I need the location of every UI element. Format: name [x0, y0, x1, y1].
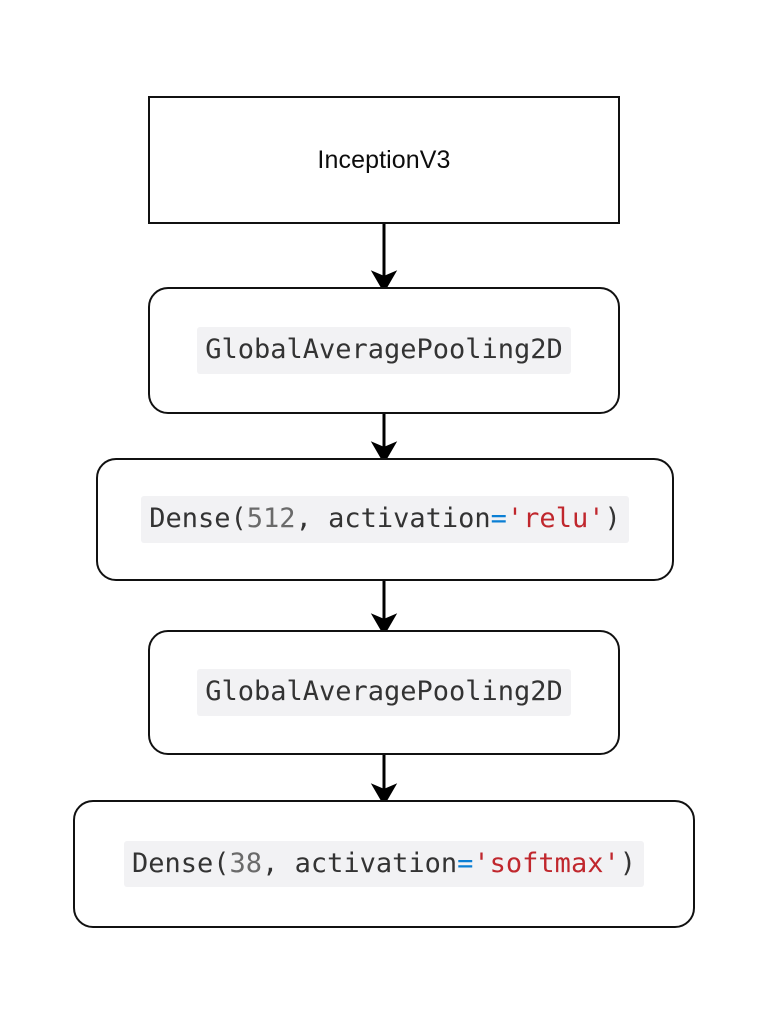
- node-gap-2[interactable]: GlobalAveragePooling2D: [148, 630, 620, 755]
- node-inceptionv3[interactable]: InceptionV3: [148, 96, 620, 224]
- node-gap-1-label: GlobalAveragePooling2D: [197, 327, 571, 374]
- dense-512-token-name: Dense: [149, 503, 231, 535]
- dense-38-token-comma: ,: [262, 847, 295, 879]
- node-gap-2-label: GlobalAveragePooling2D: [197, 669, 571, 716]
- node-dense-512-label: Dense(512, activation='relu'): [141, 496, 629, 543]
- dense-38-token-close-paren: ): [619, 847, 636, 879]
- dense-38-token-value: 'softmax': [473, 847, 620, 879]
- dense-512-token-open-paren: (: [230, 503, 247, 535]
- dense-512-token-equals: =: [490, 503, 507, 535]
- dense-38-token-open-paren: (: [213, 847, 230, 879]
- dense-512-token-comma: ,: [295, 503, 329, 535]
- node-dense-38-label: Dense(38, activation='softmax'): [124, 840, 644, 888]
- dense-512-token-close-paren: ): [604, 503, 621, 535]
- dense-38-token-equals: =: [457, 847, 474, 879]
- node-inceptionv3-label: InceptionV3: [317, 145, 451, 174]
- dense-38-token-arg-name: activation: [294, 847, 458, 879]
- node-dense-512[interactable]: Dense(512, activation='relu'): [96, 458, 674, 581]
- node-gap-1[interactable]: GlobalAveragePooling2D: [148, 287, 620, 414]
- dense-38-token-name: Dense: [132, 847, 214, 879]
- node-dense-38[interactable]: Dense(38, activation='softmax'): [73, 800, 695, 928]
- dense-38-token-units: 38: [229, 847, 263, 879]
- dense-512-token-value: 'relu': [506, 503, 605, 535]
- dense-512-token-units: 512: [246, 503, 296, 535]
- dense-512-token-arg-name: activation: [328, 503, 491, 535]
